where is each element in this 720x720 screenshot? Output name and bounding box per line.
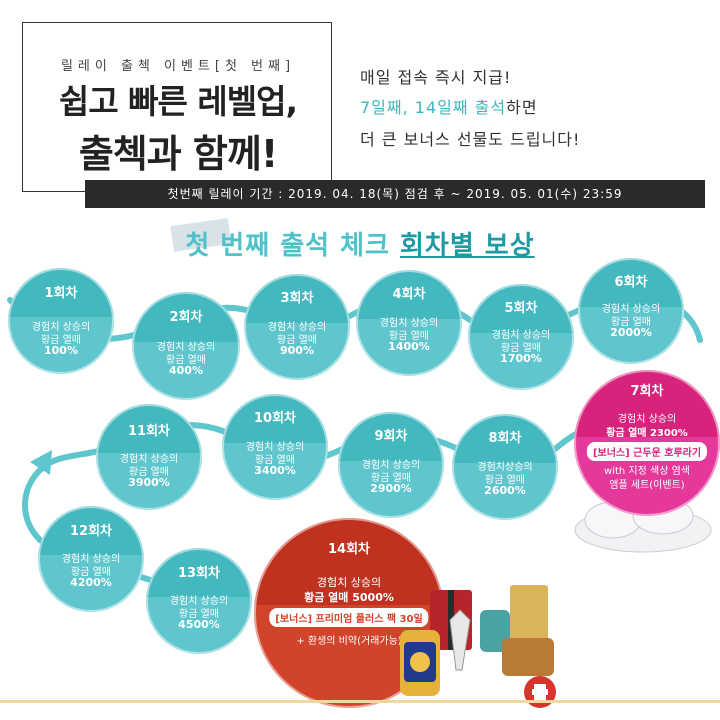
reward-line2: 황금 열매 (277, 335, 317, 346)
reward-day-10: 10회차 경험치 상승의 황금 열매 3400% (222, 394, 328, 500)
title-line2: 출첵과 함께! (78, 132, 278, 176)
reward-day-7: 7회차 경험치 상승의 황금 열매 2300% [보너스] 근두운 호루라기 w… (574, 370, 720, 516)
reward-line1: 경험치 상승의 (601, 304, 661, 315)
description-line2: 7일째, 14일째 출석하면 (360, 94, 538, 118)
reward-line1: 경험치상승의 (477, 462, 533, 473)
reward-line1: 경험치 상승의 (169, 596, 229, 607)
reward-day-label: 6회차 (614, 275, 648, 290)
reward-pct: 2900% (370, 482, 412, 495)
reward-pct: 400% (169, 364, 203, 377)
chest-icon (502, 638, 554, 676)
reward-day-label: 1회차 (44, 286, 78, 301)
reward-line2: 황금 열매 (166, 355, 206, 366)
arrow-icon (30, 450, 52, 475)
description-rest: 하면 (506, 98, 538, 117)
reward-line2: 황금 열매 (611, 317, 651, 328)
reward-day-6: 6회차 경험치 상승의 황금 열매 2000% (578, 258, 684, 364)
reward-line2: 황금 열매 (501, 343, 541, 354)
reward-pct: 4200% (70, 576, 112, 589)
reward-day-label: 12회차 (69, 524, 112, 539)
reward-day-13: 13회차 경험치 상승의 황금 열매 4500% (146, 548, 252, 654)
reward-day-11: 11회차 경험치 상승의 황금 열매 3900% (96, 404, 202, 510)
reward-day-3: 3회차 경험치 상승의 황금 열매 900% (244, 274, 350, 380)
reward-line2: 황금 열매 (71, 567, 111, 578)
reward-pct: 3400% (254, 464, 296, 477)
section-title-part1: 첫 번째 출석 체크 (185, 231, 390, 261)
description-highlight: 7일째, 14일째 출석 (360, 98, 507, 117)
reward-day-label: 14회차 (327, 542, 370, 557)
reward-extra1: + 환생의 비약(거래가능) (296, 636, 402, 647)
section-title: 첫 번째 출석 체크 회차별 보상 (0, 225, 720, 262)
reward-day-2: 2회차 경험치 상승의 황금 열매 400% (132, 292, 240, 400)
reward-line1: 경험치 상승의 (119, 454, 179, 465)
description-line1: 매일 접속 즉시 지급! (360, 68, 512, 87)
bottom-divider (0, 700, 720, 703)
reward-pct: 4500% (178, 618, 220, 631)
reward-line2: 황금 열매 (371, 473, 411, 484)
reward-line2: 황금 열매 5000% (304, 591, 394, 604)
reward-line1: 경험치 상승의 (31, 322, 91, 333)
reward-day-label: 5회차 (504, 301, 538, 316)
reward-pct: 1400% (388, 340, 430, 353)
reward-day-4: 4회차 경험치 상승의 황금 열매 1400% (356, 270, 462, 376)
section-title-part2: 회차별 보상 (400, 231, 535, 261)
reward-day-label: 10회차 (253, 411, 296, 426)
reward-pct: 900% (280, 344, 314, 357)
reward-line2: 황금 열매 (179, 609, 219, 620)
reward-line2: 황금 열매 (389, 331, 429, 342)
reward-day-label: 3회차 (280, 291, 314, 306)
reward-extra2: 앰플 세트(이벤트) (609, 480, 685, 491)
event-period-bar: 첫번째 릴레이 기간 : 2019. 04. 18(목) 점검 후 ~ 2019… (85, 180, 705, 208)
reward-line1: 경험치 상승의 (156, 342, 216, 353)
event-subtitle: 릴레이 출첵 이벤트[첫 번째] (60, 59, 296, 74)
reward-day-5: 5회차 경험치 상승의 황금 열매 1700% (468, 284, 574, 390)
reward-line2: 황금 열매 2300% (606, 428, 688, 439)
reward-pct: 3900% (128, 476, 170, 489)
reward-line1: 경험치 상승의 (61, 554, 121, 565)
reward-line2: 황금 열매 (255, 455, 295, 466)
reward-items-illustration (400, 585, 556, 708)
reward-extra1: with 지정 색상 염색 (604, 466, 690, 477)
reward-day-12: 12회차 경험치 상승의 황금 열매 4200% (38, 506, 144, 612)
reward-pct: 2000% (610, 326, 652, 339)
reward-bonus: [보너스] 프리미엄 플러스 팩 30일 (269, 608, 429, 627)
reward-day-label: 7회차 (630, 384, 664, 399)
reward-day-label: 13회차 (177, 566, 220, 581)
reward-line2: 황금 열매 (129, 467, 169, 478)
reward-pct: 1700% (500, 352, 542, 365)
reward-day-label: 11회차 (127, 424, 170, 439)
reward-line2: 황금 열매 (485, 475, 525, 486)
reward-line1: 경험치 상승의 (361, 460, 421, 471)
pouch-icon (480, 610, 510, 652)
reward-day-8: 8회차 경험치상승의 황금 열매 2600% (452, 414, 558, 520)
description-line3: 더 큰 보너스 선물도 드립니다! (360, 130, 581, 149)
reward-day-1: 1회차 경험치 상승의 황금 열매 100% (8, 268, 114, 374)
reward-bonus: [보너스] 근두운 호루라기 (586, 442, 708, 461)
reward-day-label: 9회차 (374, 429, 408, 444)
reward-day-label: 4회차 (392, 287, 426, 302)
reward-day-label: 2회차 (169, 310, 203, 325)
reward-pct: 2600% (484, 484, 526, 497)
title-box: 릴레이 출첵 이벤트[첫 번째] 쉽고 빠른 레벨업, 출첵과 함께! (22, 22, 332, 192)
title-line1: 쉽고 빠른 레벨업, (58, 82, 298, 121)
reward-day-label: 8회차 (488, 431, 522, 446)
reward-line1: 경험치 상승의 (617, 414, 677, 425)
reward-line2: 황금 열매 (41, 335, 81, 346)
reward-line1: 경험치 상승의 (267, 322, 327, 333)
reward-pct: 100% (44, 344, 78, 357)
reward-line1: 경험치 상승의 (379, 318, 439, 329)
reward-line1: 경험치 상승의 (245, 442, 305, 453)
reward-line1: 경험치 상승의 (491, 330, 551, 341)
reward-line1: 경험치 상승의 (316, 576, 382, 589)
reward-day-9: 9회차 경험치 상승의 황금 열매 2900% (338, 412, 444, 518)
crystal-icon (449, 609, 471, 671)
